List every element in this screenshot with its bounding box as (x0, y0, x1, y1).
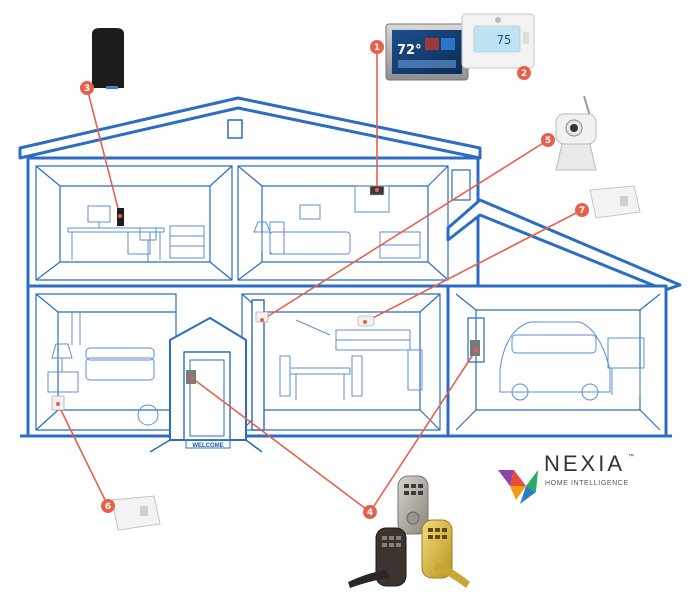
brand-name: NEXIA (544, 451, 625, 476)
svg-text:7: 7 (579, 206, 585, 216)
callout-7: 7 (575, 203, 589, 217)
callout-2: 2 (517, 66, 531, 80)
callout-3: 3 (80, 81, 94, 95)
callout-6: 6 (101, 499, 115, 513)
smart-door-locks (348, 475, 470, 588)
wifi-camera (555, 95, 597, 171)
touch-thermostat-temp: 72° (397, 43, 422, 58)
callout-lines (57, 47, 583, 513)
callout-5: 5 (541, 133, 555, 147)
furniture-sketches (47, 185, 645, 426)
garage (446, 284, 668, 438)
svg-text:3: 3 (84, 84, 90, 94)
touchscreen-thermostat: 72° (385, 23, 469, 81)
svg-text:6: 6 (105, 502, 111, 512)
garage-roof (446, 198, 682, 292)
brand-tagline: HOME INTELLIGENCE (545, 480, 629, 487)
doormat-text: WELCOME (192, 443, 223, 449)
basic-thermostat-temp: 75 (497, 33, 511, 47)
device-markers (51, 185, 480, 411)
entry-porch: WELCOME (149, 299, 265, 453)
callout-4: 4 (363, 505, 377, 519)
nexia-logo: NEXIA ™ HOME INTELLIGENCE (498, 451, 634, 504)
house-illustration (18, 96, 682, 438)
callout-badges: 1 2 3 4 5 6 7 (80, 40, 589, 519)
programmable-thermostat: 75 (461, 13, 535, 69)
svg-text:5: 5 (545, 136, 551, 146)
attic-vent (227, 119, 243, 139)
appliance-plug-module (589, 185, 641, 219)
callout-1: 1 (370, 40, 384, 54)
svg-text:4: 4 (367, 508, 373, 518)
main-roof (18, 96, 482, 160)
brand-trademark: ™ (628, 453, 634, 460)
bridge-hub (92, 28, 124, 89)
svg-text:2: 2 (521, 69, 527, 79)
lamp-plug-module (111, 495, 161, 531)
svg-text:1: 1 (374, 43, 380, 53)
nexia-mark-icon (498, 470, 538, 504)
